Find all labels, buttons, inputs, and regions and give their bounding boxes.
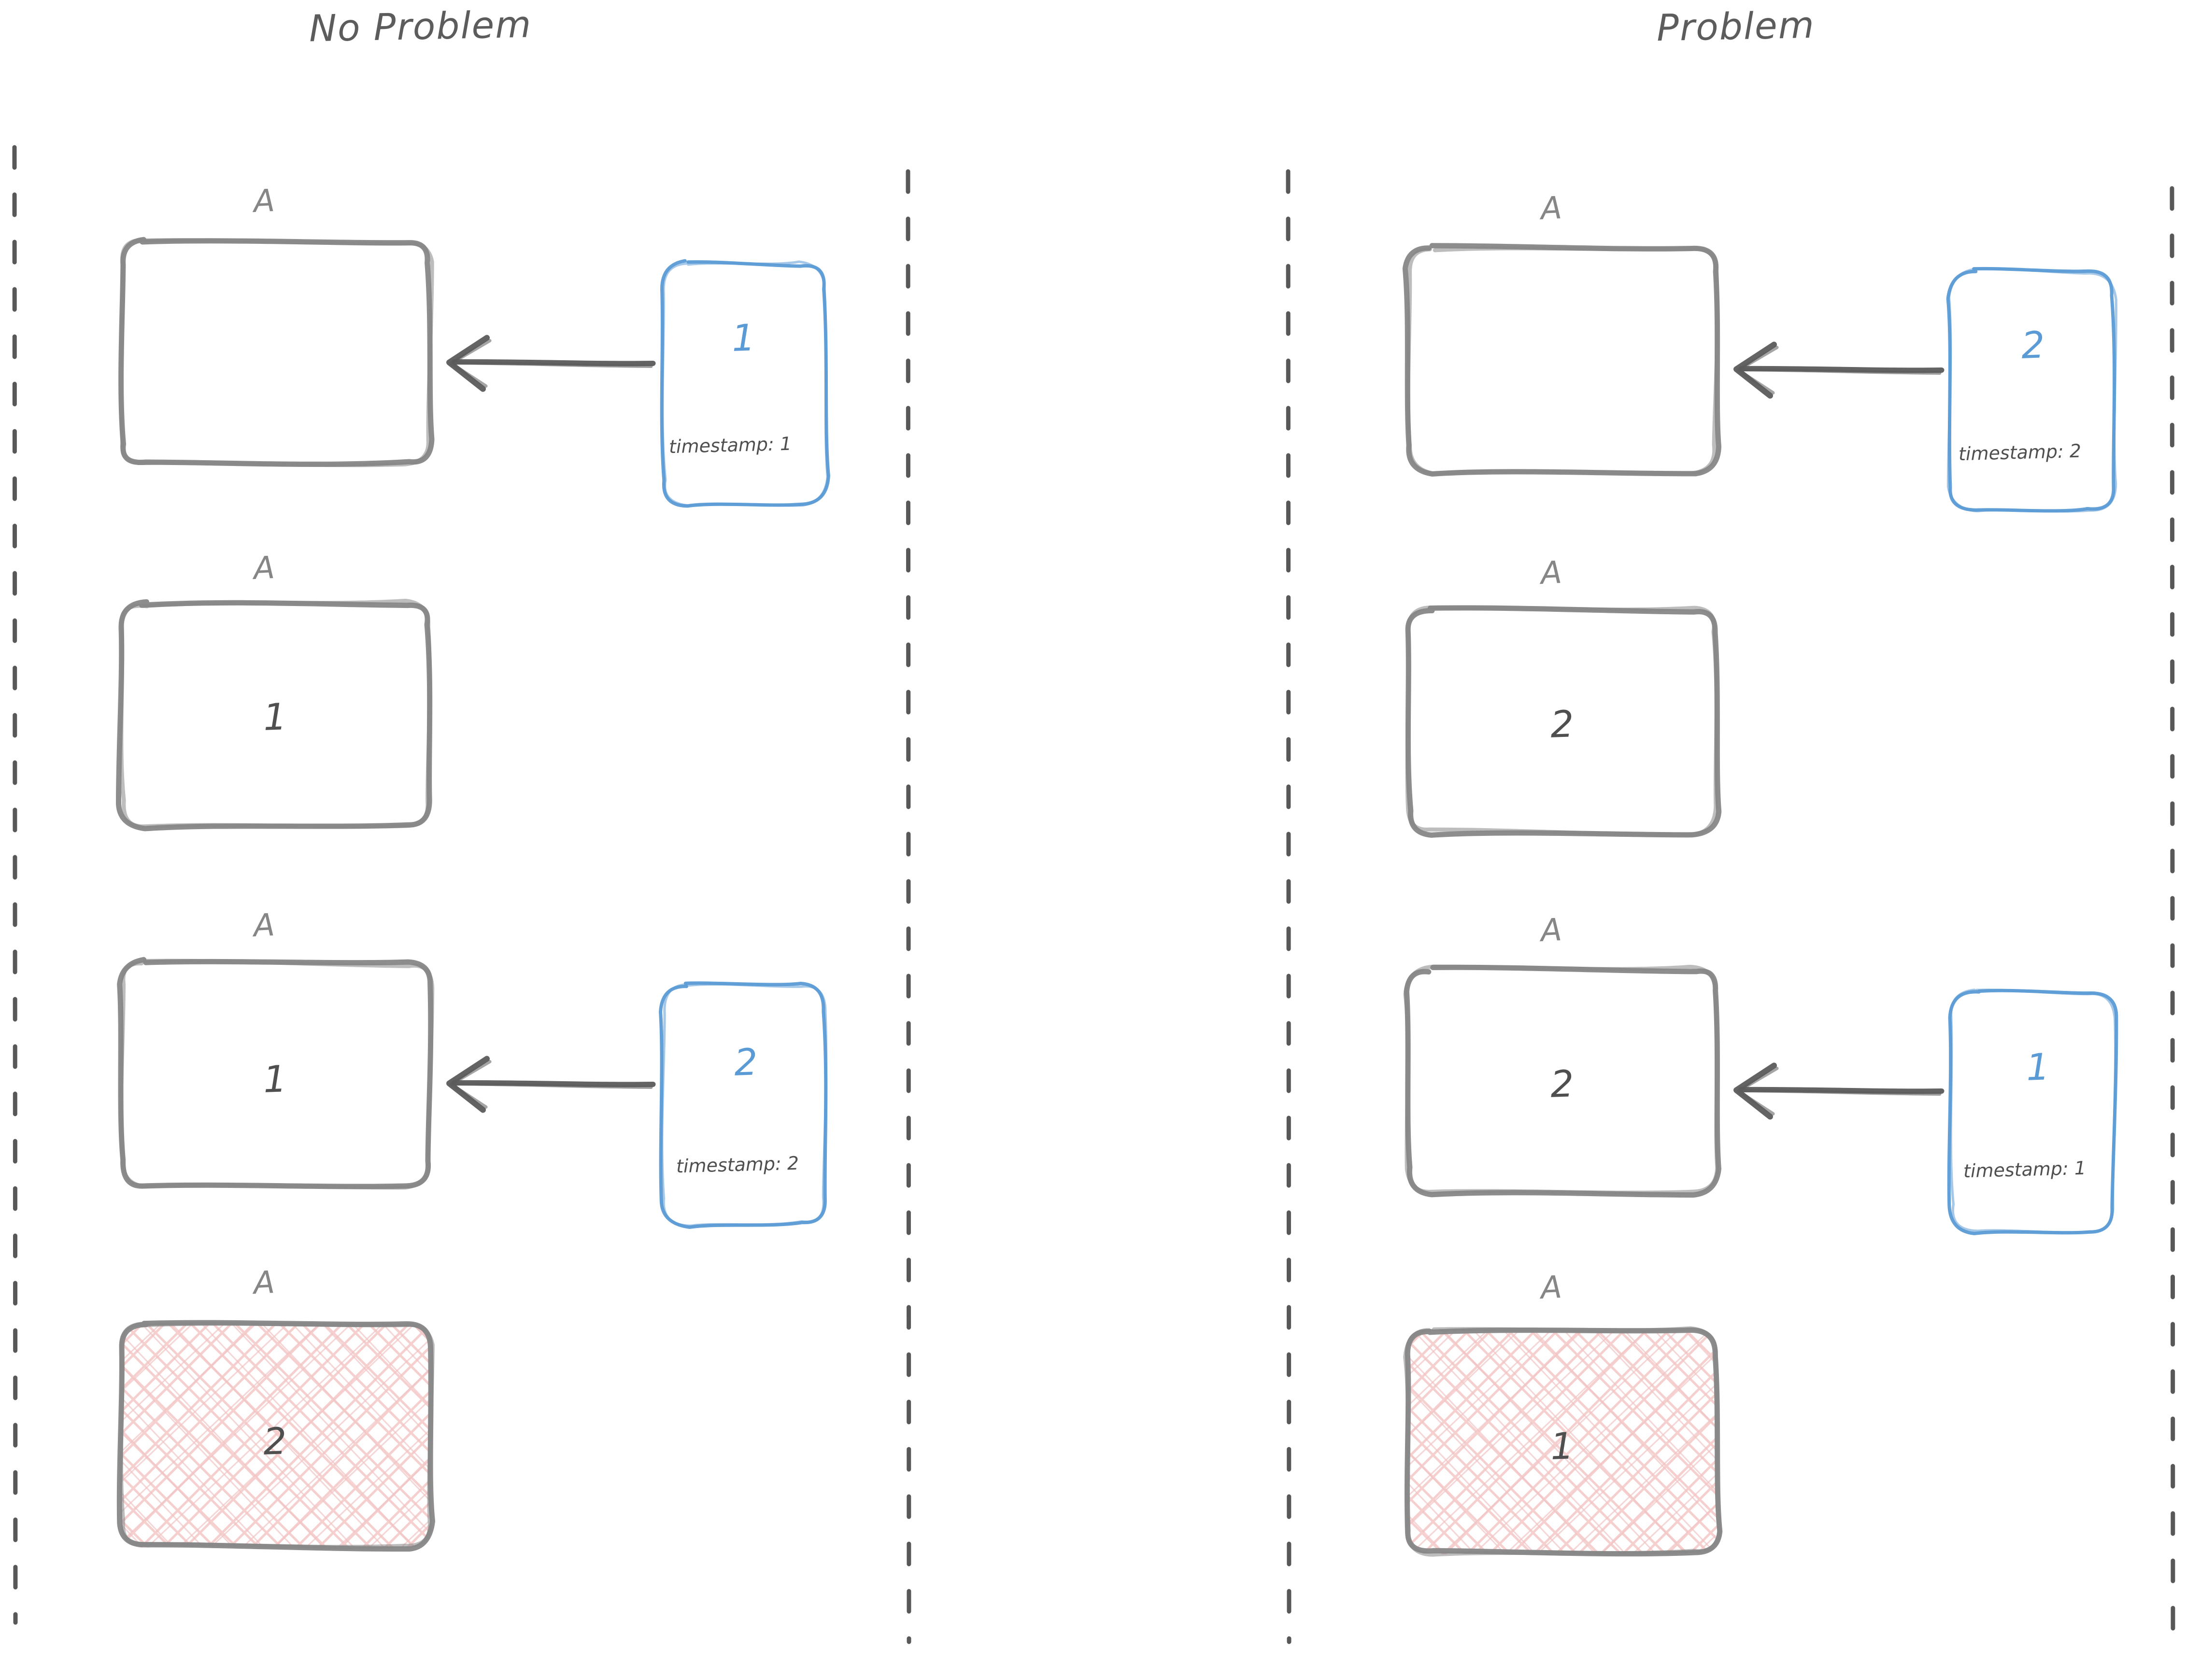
node-box-right-row2[interactable] (1403, 964, 1721, 1198)
node-value-left-row1: 1 (262, 695, 287, 739)
timestamp-label-left-row2: timestamp: 2 (676, 1152, 799, 1177)
box-fill (120, 962, 431, 1186)
box-outline-stroke-2 (119, 959, 435, 1190)
node-box-left-row2[interactable] (117, 957, 435, 1190)
box-outline-stroke-2 (1949, 988, 2117, 1234)
node-value-left-row3: 2 (262, 1419, 287, 1463)
node-box-right-row3[interactable] (1403, 1326, 1723, 1557)
message-box-right-row0[interactable] (1946, 267, 2117, 513)
node-value-right-row2: 2 (1549, 1062, 1575, 1106)
node-label-right-row3: A (1540, 1269, 1563, 1307)
panel-divider-right-inner (1286, 169, 1292, 1644)
node-label-right-row0: A (1540, 190, 1563, 227)
panel-title-problem: Problem (1656, 3, 1816, 50)
box-fill (1408, 969, 1718, 1193)
box-fill (1407, 248, 1718, 472)
node-value-right-row1: 2 (1549, 702, 1575, 746)
panel-title-no-problem: No Problem (309, 2, 533, 50)
node-label-left-row1: A (253, 550, 276, 587)
box-fill (1950, 269, 2115, 511)
message-value-left-row2: 2 (733, 1040, 758, 1084)
box-fill (1950, 990, 2115, 1233)
message-value-right-row2: 1 (2025, 1045, 2050, 1089)
box-outline-stroke-2 (661, 983, 828, 1227)
node-label-left-row0: A (253, 183, 276, 220)
message-value-left-row0: 1 (731, 316, 756, 360)
message-box-right-row2[interactable] (1947, 988, 2118, 1235)
hatch-fill-overlay (119, 1322, 431, 1547)
message-box-left-row2[interactable] (659, 981, 828, 1229)
timestamp-label-left-row0: timestamp: 1 (668, 433, 792, 458)
message-arrow-left-row2 (446, 1056, 656, 1113)
box-fill (661, 984, 826, 1226)
box-fill (120, 241, 430, 466)
box-outline-stroke-2 (1403, 964, 1719, 1195)
node-box-left-row0[interactable] (118, 237, 435, 467)
node-label-right-row2: A (1540, 912, 1563, 949)
node-box-right-row0[interactable] (1402, 243, 1721, 477)
node-label-left-row2: A (253, 907, 276, 945)
node-value-left-row2: 1 (262, 1057, 287, 1101)
box-outline-stroke-2 (1405, 606, 1718, 837)
node-box-right-row1[interactable] (1405, 605, 1722, 838)
box-outline-stroke-2 (1403, 1326, 1722, 1557)
box-outline-stroke-2 (1946, 267, 2117, 513)
panel-divider-far-right (2170, 186, 2175, 1644)
message-value-right-row0: 2 (2020, 323, 2045, 367)
box-fill (120, 602, 431, 827)
message-box-left-row0[interactable] (660, 259, 830, 508)
box-fill (661, 263, 827, 505)
message-arrow-left-row0 (446, 335, 656, 392)
node-box-left-row1[interactable] (115, 598, 433, 832)
box-outline-stroke-2 (661, 260, 829, 507)
node-label-left-row3: A (253, 1264, 276, 1302)
timestamp-label-right-row0: timestamp: 2 (1958, 440, 2082, 465)
hatch-fill-overlay (1407, 1329, 1718, 1554)
box-fill (1407, 608, 1718, 833)
message-arrow-right-row2 (1733, 1062, 1945, 1120)
box-outline-stroke-2 (119, 238, 434, 467)
message-arrow-right-row0 (1733, 341, 1945, 399)
box-outline-stroke-2 (119, 598, 432, 829)
node-value-right-row3: 1 (1549, 1424, 1575, 1468)
panel-divider-left-inner (906, 169, 911, 1644)
node-label-right-row1: A (1540, 554, 1563, 592)
box-outline-stroke-2 (119, 1321, 435, 1549)
box-outline-stroke-2 (1406, 246, 1719, 476)
timestamp-label-right-row2: timestamp: 1 (1963, 1157, 2087, 1182)
node-box-left-row3[interactable] (116, 1320, 435, 1552)
panel-divider-far-left (12, 145, 18, 1625)
